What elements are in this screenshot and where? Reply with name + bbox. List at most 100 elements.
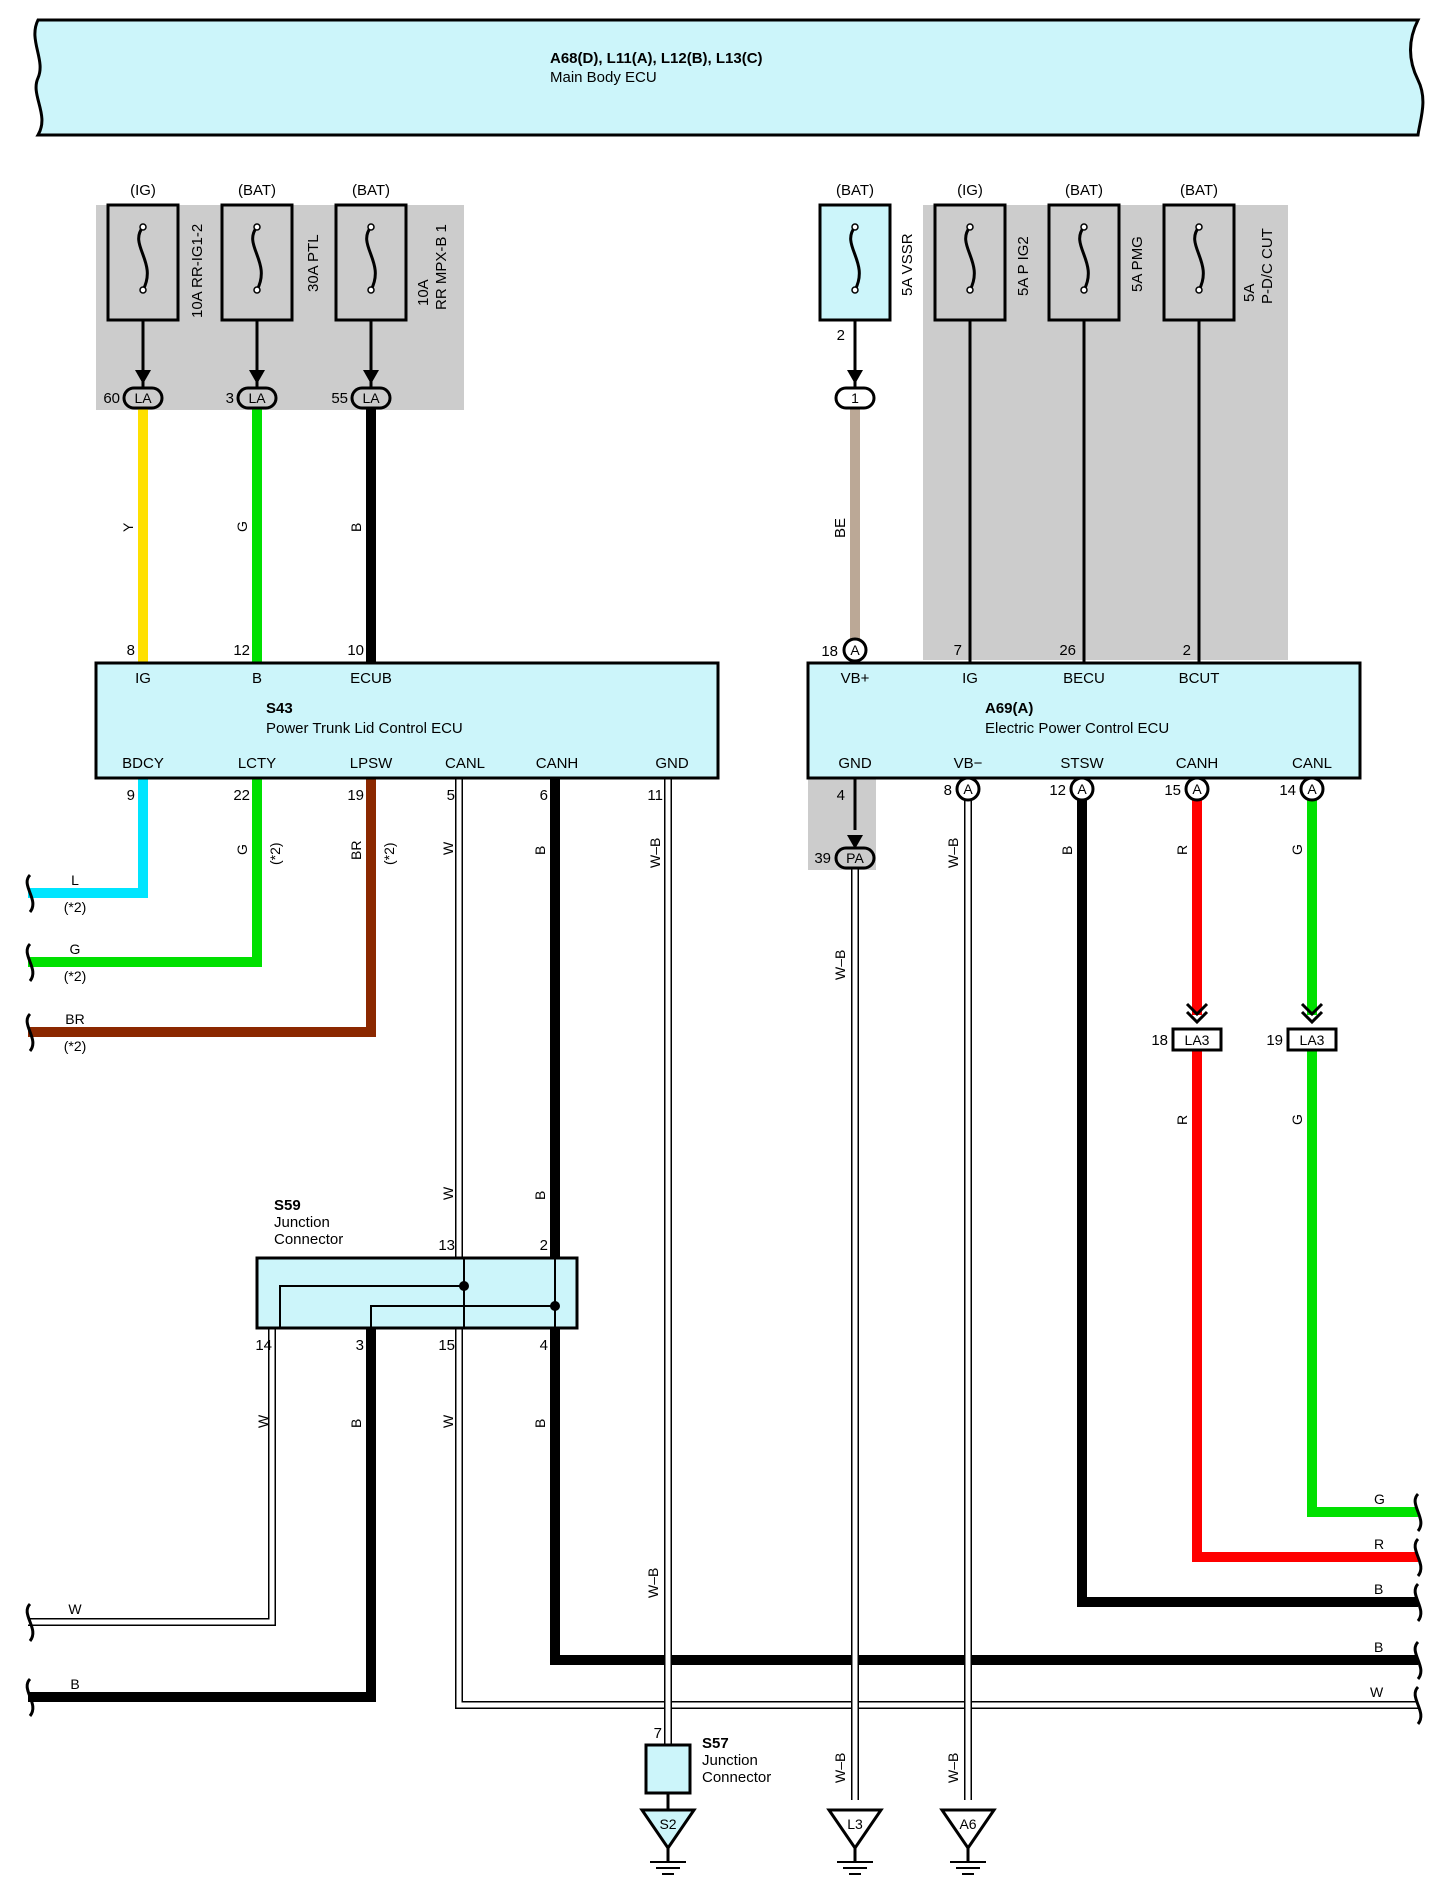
src-f7: (BAT) — [1180, 182, 1218, 199]
s43-pin-10: 10 — [347, 642, 364, 659]
wire-label-r-right: R — [1374, 1536, 1384, 1552]
a69-ecu-box — [806, 661, 1362, 780]
conn-la3-19-label: LA3 — [1300, 1032, 1325, 1048]
wire-label-w-15: W — [440, 1414, 456, 1428]
a69-conn-a-2: A — [1077, 781, 1087, 797]
fuse-label-f2: 30A PTL — [305, 234, 322, 292]
pin-vssr-2: 2 — [837, 327, 845, 344]
wire-label-br-exit: BR — [65, 1011, 84, 1027]
a69-conn-a-1: A — [963, 781, 973, 797]
conn-la-3 — [236, 386, 278, 410]
conn-la3-pin-18: 18 — [1151, 1032, 1168, 1049]
wire-label-b-exit: B — [70, 1676, 79, 1692]
fuse-label-f6: 5A PMG — [1129, 236, 1146, 292]
arrow-icon — [847, 835, 863, 849]
fuse-label-f7a: 5A — [1241, 284, 1258, 302]
wire-g-lower — [1307, 1050, 1418, 1517]
wire-label-g-lcty: G — [234, 844, 250, 855]
conn-pa — [834, 846, 876, 870]
wire-label-w-exit: W — [68, 1601, 82, 1617]
main-body-ecu-connectors: A68(D), L11(A), L12(B), L13(C) — [550, 50, 763, 67]
wire-w-s59-14-outer — [28, 1328, 276, 1626]
pin-3: 3 — [226, 390, 234, 407]
s57-line1: Junction — [702, 1752, 758, 1769]
wire-label-b-3: B — [348, 1419, 364, 1428]
a69-top-conn — [842, 637, 868, 663]
s43-term-canl: CANL — [445, 755, 485, 772]
wire-label-g: G — [234, 521, 250, 532]
fuse-label-f4: 5A VSSR — [899, 233, 916, 296]
double-arrow-icon — [1185, 1002, 1324, 1025]
fuse-label-f3a: 10A — [415, 279, 432, 306]
a69-term-canh: CANH — [1176, 755, 1219, 772]
s43-term-lcty: LCTY — [238, 755, 276, 772]
wire-label-star-lcty: (*2) — [267, 842, 283, 865]
a69-term-becu: BECU — [1063, 670, 1105, 687]
wire-label-b-s59-top: B — [532, 1191, 548, 1200]
main-body-ecu-name: Main Body ECU — [550, 69, 657, 86]
s57-line2: Connector — [702, 1769, 771, 1786]
wire-label-w-right: W — [1370, 1684, 1384, 1700]
a69-conn-a-3: A — [1192, 781, 1202, 797]
a69-conn-a-4: A — [1307, 781, 1317, 797]
wire-br-lpsw — [28, 778, 376, 1037]
s57-junction-box — [644, 1743, 692, 1795]
s43-pin-11: 11 — [647, 787, 663, 804]
s43-pin-9: 9 — [127, 787, 135, 804]
s59-pin-3: 3 — [356, 1337, 364, 1354]
wire-label-b-right-2: B — [1374, 1639, 1383, 1655]
s59-junction-box — [255, 1256, 579, 1330]
s43-pin-8: 8 — [127, 642, 135, 659]
wire-label-wb-vbminus: W–B — [945, 838, 961, 868]
conn-la3-pin-19: 19 — [1266, 1032, 1283, 1049]
fuse-label-f5: 5A P IG2 — [1015, 236, 1032, 296]
s59-line2: Connector — [274, 1231, 343, 1248]
fuse-label-f1: 10A RR-IG1-2 — [189, 224, 206, 318]
src-f1: (IG) — [130, 182, 156, 199]
src-f6: (BAT) — [1065, 182, 1103, 199]
wire-label-star-br: (*2) — [64, 1038, 87, 1054]
src-f5: (IG) — [957, 182, 983, 199]
s57-pin-7: 7 — [654, 1725, 662, 1742]
a69-pin-4: 4 — [837, 787, 845, 804]
wire-label-wb-pa: W–B — [832, 950, 848, 980]
a69-term-vbplus: VB+ — [841, 670, 870, 687]
wire-label-b-canh: B — [532, 846, 548, 855]
a69-pin-8: 8 — [944, 782, 952, 799]
wire-label-g-exit: G — [70, 941, 81, 957]
s43-term-canh: CANH — [536, 755, 579, 772]
pin-60: 60 — [103, 390, 120, 407]
wire-label-r-canh: R — [1174, 845, 1190, 855]
wire-label-g-right: G — [1374, 1491, 1385, 1507]
break-mark-left — [25, 873, 35, 1717]
arrow-icon — [135, 370, 863, 384]
wire-label-star-l: (*2) — [64, 899, 87, 915]
conn-la-label-1: LA — [134, 390, 152, 406]
conn-la3-18 — [1171, 1027, 1223, 1052]
fuse-label-f3b: RR MPX-B 1 — [433, 224, 450, 310]
s43-pin-22: 22 — [233, 787, 250, 804]
wire-label-b-4: B — [532, 1419, 548, 1428]
s59-pin-2: 2 — [540, 1237, 548, 1254]
s43-term-bdcy: BDCY — [122, 755, 164, 772]
s59-pin-4: 4 — [540, 1337, 548, 1354]
ground-s2-icon — [639, 1808, 697, 1875]
s43-ecu-box — [94, 661, 720, 780]
s57-id: S57 — [702, 1735, 729, 1752]
ground-l3-label: L3 — [847, 1816, 863, 1832]
fuse-rr-ig1-2 — [106, 203, 180, 322]
a69-pin-2: 2 — [1183, 642, 1191, 659]
wire-label-y: Y — [120, 522, 136, 532]
conn-la-55 — [350, 386, 392, 410]
wire-label-r-lower: R — [1174, 1115, 1190, 1125]
wire-label-b-right-1: B — [1374, 1581, 1383, 1597]
a69-pin-12: 12 — [1049, 782, 1066, 799]
wire-w-canl-inner — [456, 778, 1418, 1708]
s59-pin-13: 13 — [438, 1237, 455, 1254]
a69-term-gnd: GND — [838, 755, 872, 772]
wire-label-wb-gnd: W–B — [647, 838, 663, 868]
wire-label-star-g: (*2) — [64, 968, 87, 984]
wire-label-b-stsw: B — [1059, 846, 1075, 855]
break-mark-right — [1413, 1492, 1423, 1725]
pin-55: 55 — [331, 390, 348, 407]
